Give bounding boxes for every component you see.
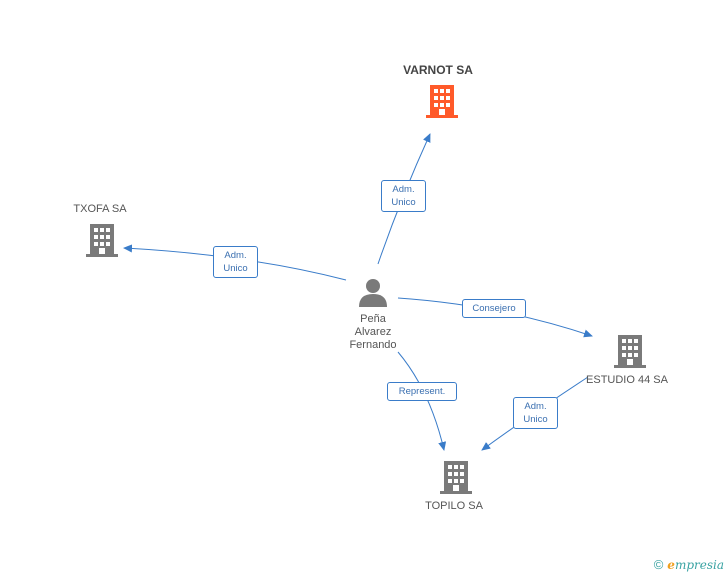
edge-label-topilo-estudio[interactable]: Adm. Unico xyxy=(513,397,558,429)
footer-brand[interactable]: © empresia xyxy=(654,557,724,572)
edge-label-estudio[interactable]: Consejero xyxy=(462,299,526,318)
edge-label-line: Adm. xyxy=(524,401,547,412)
edge-label-varnot[interactable]: Adm. Unico xyxy=(381,180,426,212)
building-icon[interactable] xyxy=(440,459,472,495)
edge-label-line: Unico xyxy=(523,414,548,425)
person-icon[interactable] xyxy=(358,277,388,307)
edge-label-line: Unico xyxy=(223,263,248,274)
node-label-txofa: TXOFA SA xyxy=(73,203,127,215)
node-label-estudio: ESTUDIO 44 SA xyxy=(586,374,668,386)
building-icon[interactable] xyxy=(86,222,118,258)
edge-label-line: Represent. xyxy=(398,386,446,397)
building-icon[interactable] xyxy=(614,333,646,369)
copyright-symbol: © xyxy=(653,557,664,572)
person-name-line: Fernando xyxy=(349,339,397,351)
building-icon[interactable] xyxy=(426,83,458,119)
edge-label-line: Consejero xyxy=(472,303,516,314)
edge-label-topilo-person[interactable]: Represent. xyxy=(387,382,457,401)
empresia-logo: empresia xyxy=(667,557,724,572)
edge-person-topilo xyxy=(397,351,447,451)
edge-label-line: Adm. xyxy=(224,250,247,261)
node-label-person: Peña Alvarez Fernando xyxy=(330,313,416,352)
node-label-topilo: TOPILO SA xyxy=(425,500,483,512)
person-name-line: Alvarez xyxy=(354,326,392,338)
person-name-line: Peña xyxy=(360,313,386,325)
edge-label-line: Adm. xyxy=(392,184,415,195)
edge-label-txofa[interactable]: Adm. Unico xyxy=(213,246,258,278)
edge-label-line: Unico xyxy=(391,197,416,208)
node-label-varnot: VARNOT SA xyxy=(403,63,473,77)
